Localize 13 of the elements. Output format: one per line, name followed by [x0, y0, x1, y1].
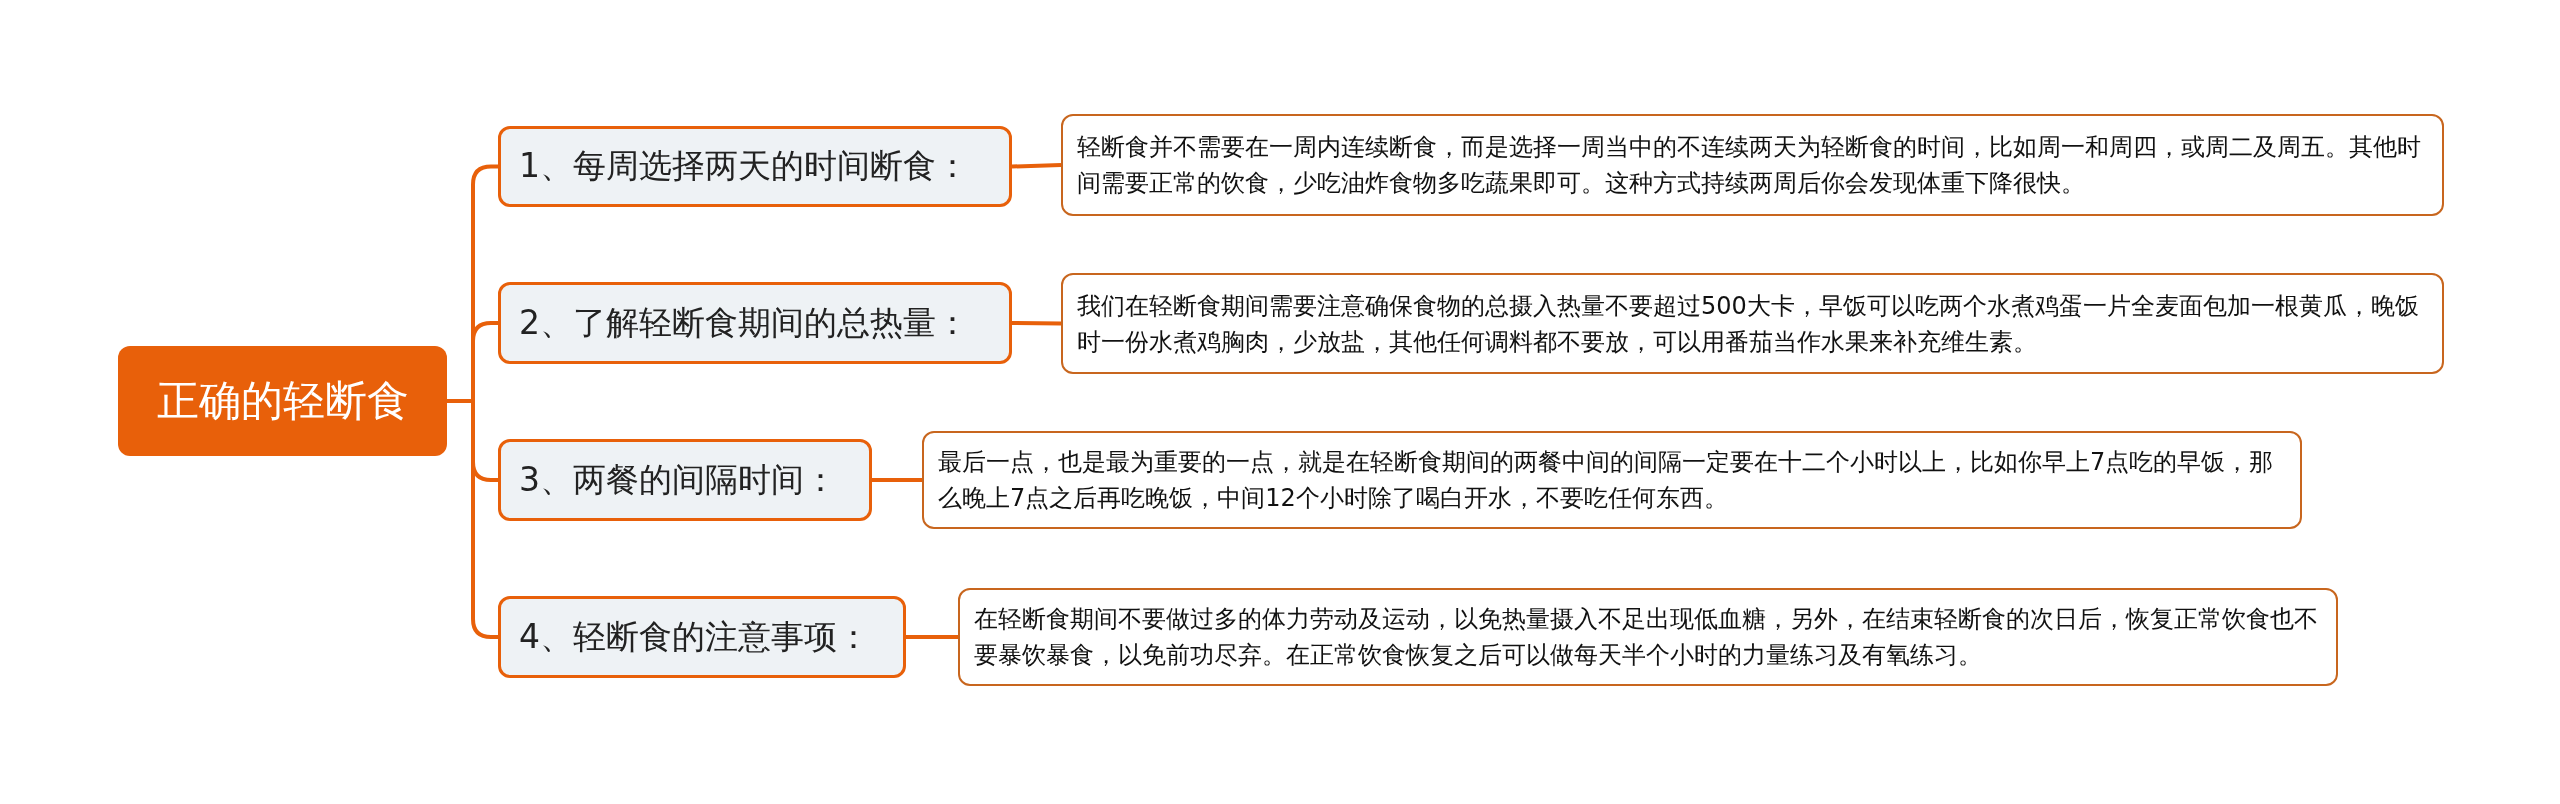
topic-box: 4、轻断食的注意事项： — [498, 596, 906, 678]
connector-line — [1011, 163, 1062, 169]
topic-box: 2、了解轻断食期间的总热量： — [498, 282, 1012, 364]
detail-box: 在轻断食期间不要做过多的体力劳动及运动，以免热量摄入不足出现低血糖，另外，在结束轻断食的次日后，恢复正常饮食也不要暴饮暴食，以免前功尽弃。在正常饮食恢复之后可以做每天半个小时的力量练习及有氧练习。 — [958, 588, 2338, 686]
detail-box: 轻断食并不需要在一周内连续断食，而是选择一周当中的不连续两天为轻断食的时间，比如周一和周四，或周二及周五。其他时间需要正常的饮食，少吃油炸食物多吃蔬果即可。这种方式持续两周后你会发现体重下降很快。 — [1061, 114, 2444, 216]
detail-box: 我们在轻断食期间需要注意确保食物的总摄入热量不要超过500大卡，早饭可以吃两个水煮鸡蛋一片全麦面包加一根黄瓜，晚饭时一份水煮鸡胸肉，少放盐，其他任何调料都不要放，可以用番茄当作水果来补充维生素。 — [1061, 273, 2444, 374]
root-topic-box: 正确的轻断食 — [118, 346, 447, 456]
topic-box: 1、每周选择两天的时间断食： — [498, 126, 1012, 207]
connector-line — [1011, 321, 1062, 326]
topic-box: 3、两餐的间隔时间： — [498, 439, 872, 521]
detail-box: 最后一点，也是最为重要的一点，就是在轻断食期间的两餐中间的间隔一定要在十二个小时以上，比如你早上7点吃的早饭，那么晚上7点之后再吃晚饭，中间12个小时除了喝白开水，不要吃任何东西。 — [922, 431, 2302, 529]
connector-line — [906, 635, 958, 639]
connector-line — [872, 478, 922, 482]
